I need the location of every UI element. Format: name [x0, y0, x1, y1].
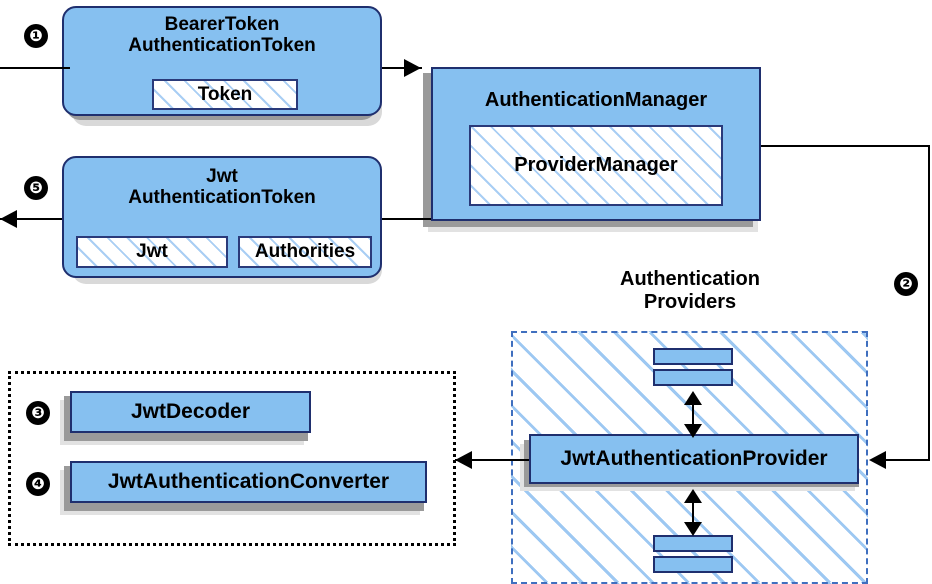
jwt-authentication-converter[interactable]: JwtAuthenticationConverter	[70, 461, 427, 503]
connector-into-provider	[872, 459, 930, 461]
jwt-slot-label: Jwt	[136, 241, 168, 263]
arrow-provider-chain-top-down	[684, 424, 702, 438]
arrow-provider-chain-bottom-up	[684, 489, 702, 503]
arrow-into-provider	[869, 451, 886, 469]
connector-manager-down	[928, 145, 930, 460]
provider-bar-top-2	[653, 369, 733, 386]
authentication-manager-label: AuthenticationManager	[484, 89, 708, 111]
jwt-decoder-label: JwtDecoder	[130, 400, 251, 424]
connector-token-to-manager	[382, 67, 422, 69]
jwt-authentication-provider-label: JwtAuthenticationProvider	[560, 447, 828, 471]
bearer-token-slot-token: Token	[152, 79, 298, 110]
provider-manager-slot: ProviderManager	[469, 125, 723, 206]
arrow-provider-to-support	[455, 451, 472, 469]
step-bullet-2: ❷	[894, 272, 918, 296]
connector-provider-to-support	[455, 459, 529, 461]
jwt-authentication-provider[interactable]: JwtAuthenticationProvider	[529, 434, 859, 484]
provider-bar-bottom-2	[653, 556, 733, 573]
jwt-authentication-converter-label: JwtAuthenticationConverter	[107, 470, 390, 494]
provider-manager-label: ProviderManager	[514, 154, 678, 177]
connector-request-in	[0, 67, 70, 69]
provider-bar-top-1	[653, 348, 733, 365]
jwt-token-slot-jwt: Jwt	[76, 236, 228, 268]
step-bullet-3: ❸	[26, 401, 50, 425]
connector-provider-chain-top	[692, 394, 694, 435]
connector-provider-chain-bottom	[692, 492, 694, 533]
provider-bar-bottom-1	[653, 535, 733, 552]
bearer-token-label: BearerToken AuthenticationToken	[128, 14, 316, 57]
step-bullet-1: ❶	[24, 24, 48, 48]
connector-manager-right	[761, 145, 930, 147]
jwt-decoder[interactable]: JwtDecoder	[70, 391, 311, 433]
arrow-response-out	[0, 210, 17, 228]
authorities-slot-label: Authorities	[254, 241, 356, 263]
arrow-provider-chain-top-up	[684, 391, 702, 405]
jwt-token-slot-authorities: Authorities	[238, 236, 372, 268]
token-slot-label: Token	[197, 83, 253, 105]
step-bullet-4: ❹	[26, 472, 50, 496]
arrow-token-to-manager	[404, 59, 421, 77]
connector-response-out	[0, 218, 62, 220]
authentication-providers-title: Authentication Providers	[620, 268, 760, 313]
jwt-token-label: Jwt AuthenticationToken	[128, 166, 316, 209]
arrow-provider-chain-bottom-down	[684, 522, 702, 536]
connector-manager-to-jwt-token	[382, 218, 431, 220]
step-bullet-5: ❺	[24, 176, 48, 200]
